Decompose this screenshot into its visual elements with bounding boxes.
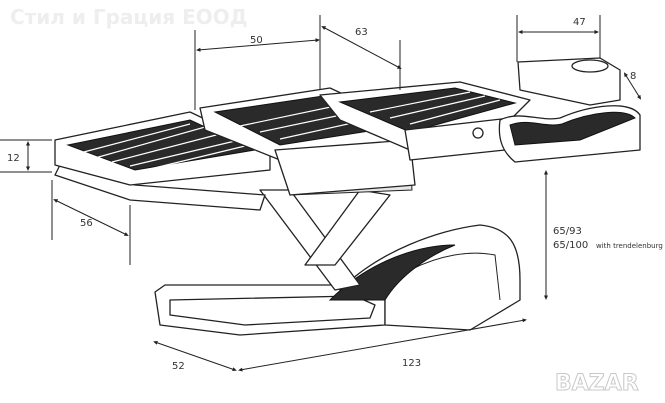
dim-cushion-thickness: 12 [7, 153, 20, 164]
dim-total-length: 123 [402, 358, 421, 369]
watermark: Стил и Грация ЕООД [10, 5, 248, 29]
dim-height-trend-note: with trendelenburg [596, 242, 663, 250]
bazar-logo: BAZAR [555, 371, 639, 396]
leg-rest [319, 81, 531, 161]
dimension-lines [0, 15, 642, 372]
dim-height-range: 65/93 [553, 226, 582, 237]
dim-height-trend-value: 65/100 [553, 240, 588, 251]
dim-seat-length: 63 [355, 27, 368, 38]
dim-base-width: 52 [172, 361, 185, 372]
dim-leg-rest-length: 47 [573, 17, 586, 28]
bed-base [154, 224, 521, 336]
dim-width: 56 [80, 218, 93, 229]
dim-backrest-length: 50 [250, 35, 263, 46]
dim-leg-rest-height: 8 [630, 71, 636, 82]
foot-rest [498, 57, 641, 163]
